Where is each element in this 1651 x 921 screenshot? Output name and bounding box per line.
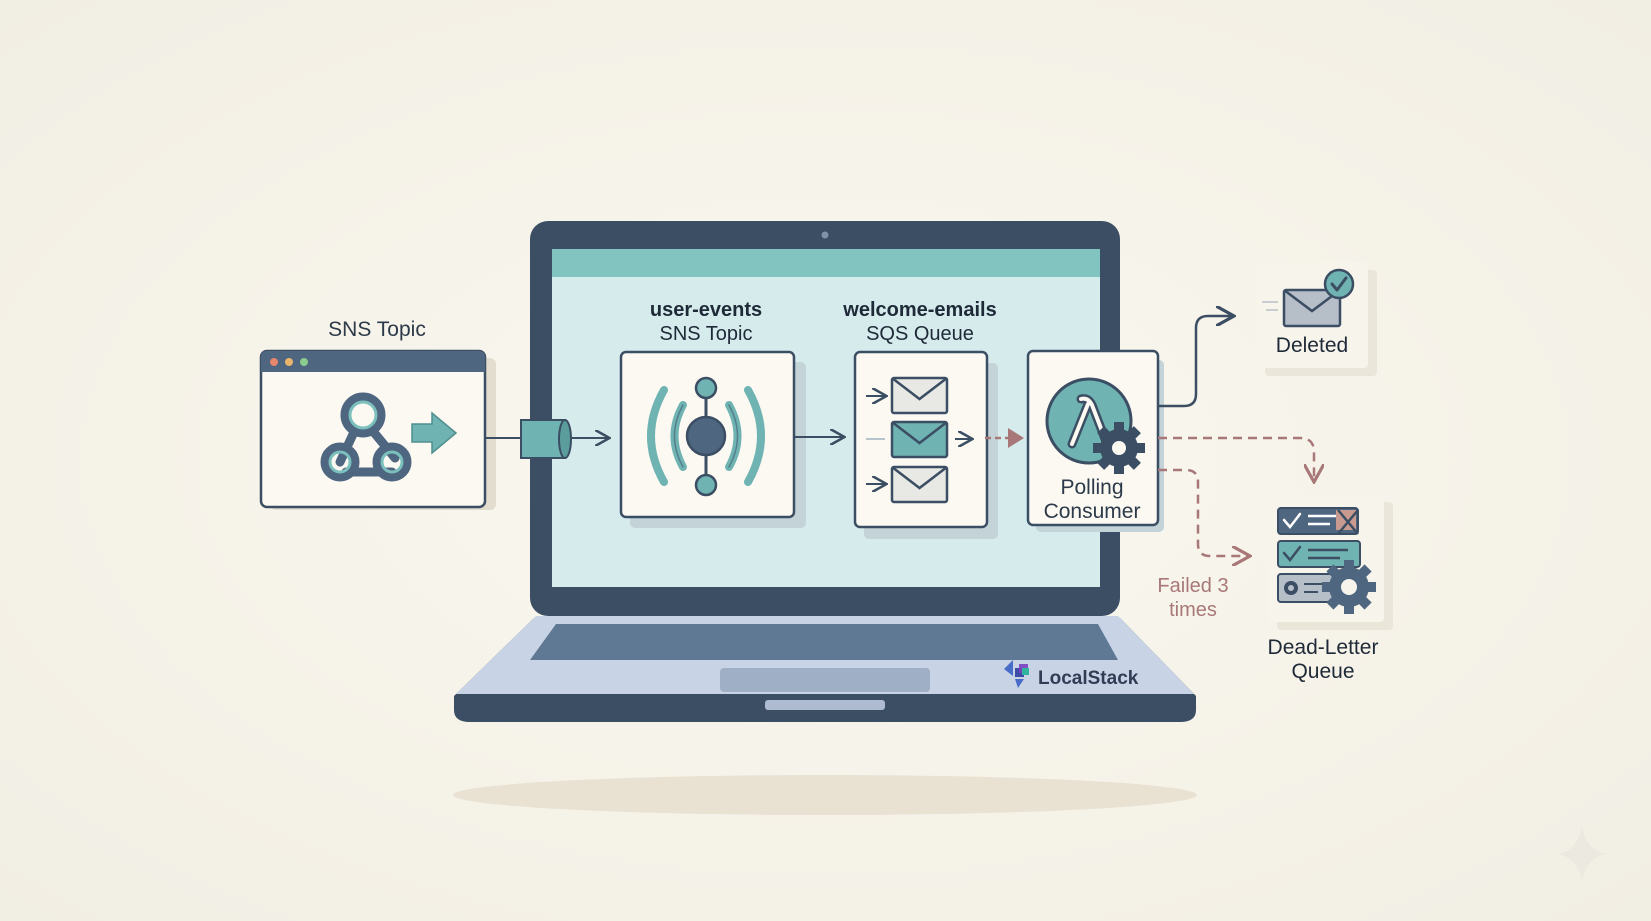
- localstack-logo-icon: [1004, 660, 1029, 688]
- consumer-label-line1: Polling: [1060, 476, 1123, 499]
- arrow-to-deleted: [1158, 316, 1232, 408]
- envelope-check-icon: [1262, 268, 1355, 328]
- pipe-connector-icon: [520, 419, 572, 459]
- laptop-notch: [765, 700, 885, 710]
- sqs-queue-type: SQS Queue: [866, 323, 974, 345]
- webhook-source-label: SNS Topic: [328, 318, 426, 341]
- dlq-label-line1: Dead-Letter: [1268, 636, 1379, 659]
- failure-label-line1: Failed 3: [1157, 575, 1228, 597]
- list-gear-icon: [1277, 507, 1376, 614]
- window-dot-red: [270, 358, 278, 366]
- sns-topic-type: SNS Topic: [659, 323, 752, 345]
- window-dot-yellow: [285, 358, 293, 366]
- laptop-shadow: [453, 775, 1197, 815]
- dlq-label-line2: Queue: [1291, 660, 1354, 683]
- brand-name: LocalStack: [1038, 668, 1139, 689]
- laptop-trackpad: [720, 668, 930, 692]
- window-dot-green: [300, 358, 308, 366]
- lambda-gear-icon: [1045, 377, 1145, 474]
- failure-label-line2: times: [1169, 599, 1217, 621]
- consumer-label-line2: Consumer: [1044, 500, 1141, 523]
- sqs-queue-name: welcome-emails: [842, 299, 996, 321]
- screen-title-bar: [552, 249, 1100, 277]
- dashed-path-to-dlq: [1158, 436, 1314, 480]
- envelope-icon: [866, 376, 971, 504]
- laptop-keyboard: [530, 624, 1118, 660]
- deleted-label: Deleted: [1276, 334, 1348, 357]
- webhook-icon: [320, 392, 412, 482]
- webhook-out-arrow-icon: [411, 411, 458, 455]
- sns-topic-name: user-events: [650, 299, 762, 321]
- webcam: [821, 231, 829, 239]
- arrowhead-to-consumer: [1008, 428, 1024, 448]
- broadcast-icon: [647, 376, 765, 497]
- sparkle-icon: [1558, 826, 1606, 882]
- dashed-path-retry: [1158, 468, 1248, 556]
